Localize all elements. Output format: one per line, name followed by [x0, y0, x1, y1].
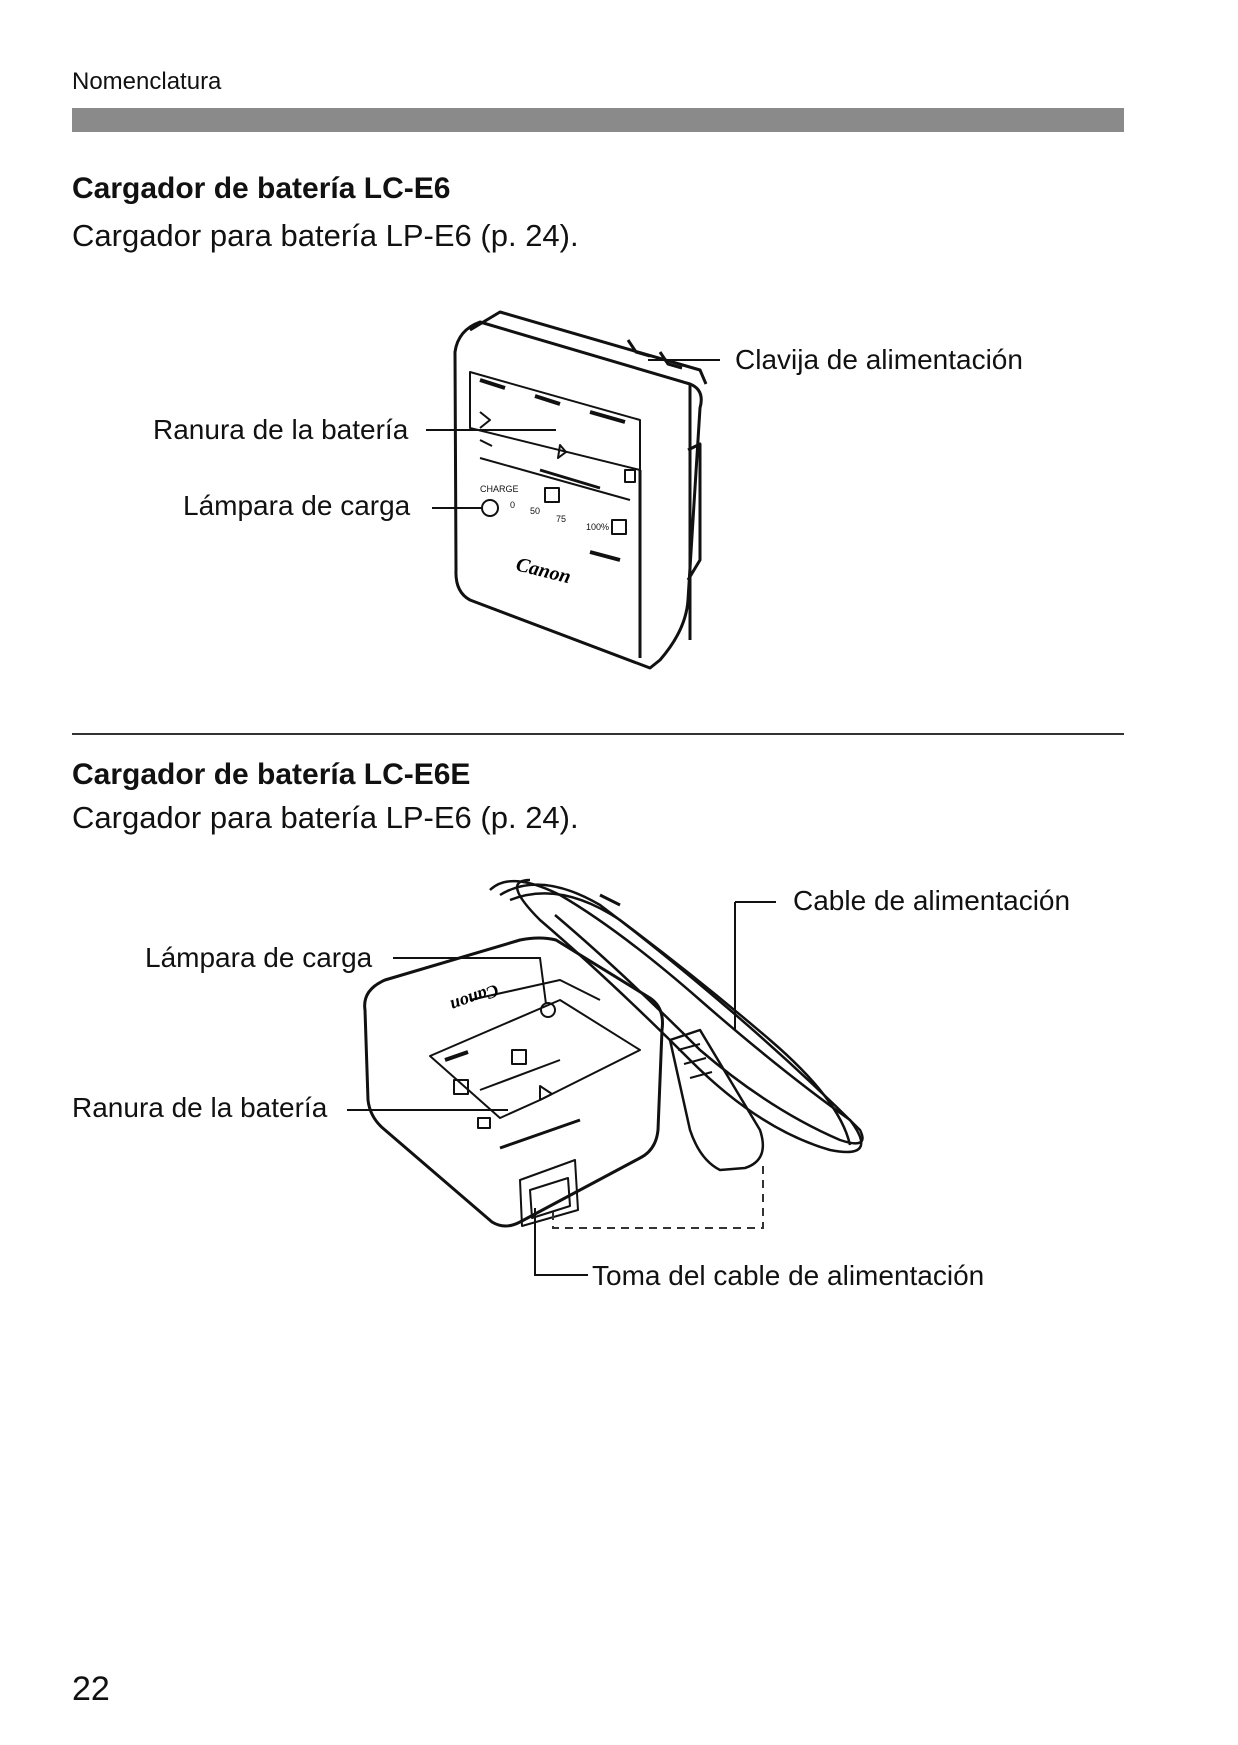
cord-leader-line — [734, 901, 776, 1030]
lamp-leader-line-2 — [393, 957, 547, 1005]
callout-charge-lamp-2: Lámpara de carga — [145, 942, 373, 973]
section-header-label: Nomenclatura — [72, 68, 222, 95]
charge-indicator-label: CHARGE — [480, 484, 519, 494]
callout-power-cord: Cable de alimentación — [793, 885, 1071, 916]
socket-leader-line — [534, 1208, 588, 1276]
section-title-lc-e6e: Cargador de batería LC-E6E — [72, 758, 471, 791]
canon-logo-lc-e6e: Canon — [448, 980, 502, 1016]
callout-battery-slot: Ranura de la batería — [153, 414, 409, 445]
callout-charge-lamp: Lámpara de carga — [183, 490, 411, 521]
indicator-100-label: 100% — [586, 522, 609, 532]
indicator-0-label: 0 — [510, 500, 515, 510]
section-subtitle-lc-e6e: Cargador para batería LP-E6 (p. 24). — [72, 800, 579, 835]
section-title-lc-e6: Cargador de batería LC-E6 — [72, 172, 451, 205]
indicator-50-label: 50 — [530, 506, 540, 516]
page-number: 22 — [72, 1670, 110, 1708]
section-subtitle-lc-e6: Cargador para batería LP-E6 (p. 24). — [72, 218, 579, 253]
callout-power-plug: Clavija de alimentación — [735, 344, 1023, 375]
callout-power-socket: Toma del cable de alimentación — [592, 1260, 985, 1291]
section-divider — [72, 733, 1124, 735]
callout-battery-slot-2: Ranura de la batería — [72, 1092, 328, 1123]
socket-cord-dashed-link — [552, 1160, 764, 1229]
indicator-75-label: 75 — [556, 514, 566, 524]
section-header-bar — [72, 108, 1124, 132]
